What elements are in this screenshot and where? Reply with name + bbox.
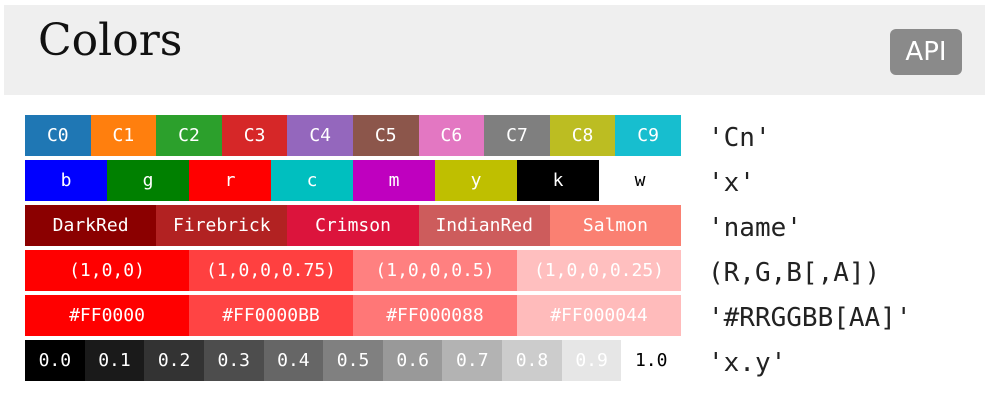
color-swatch: #FF000088 bbox=[353, 295, 517, 336]
color-swatch: r bbox=[189, 160, 271, 201]
header-bar: Colors API bbox=[4, 5, 985, 95]
color-swatch: 0.6 bbox=[382, 340, 443, 381]
color-swatch: C7 bbox=[484, 115, 550, 156]
color-swatch: DarkRed bbox=[25, 205, 157, 246]
color-swatch: C6 bbox=[418, 115, 485, 156]
color-swatch: 0.1 bbox=[84, 340, 145, 381]
color-swatch: g bbox=[107, 160, 189, 201]
color-swatch: 0.0 bbox=[25, 340, 85, 381]
color-swatch: C5 bbox=[352, 115, 419, 156]
color-swatch: #FF000044 bbox=[517, 295, 681, 336]
color-swatch: k bbox=[517, 160, 599, 201]
color-swatch: C2 bbox=[156, 115, 222, 156]
color-swatch: w bbox=[599, 160, 681, 201]
color-swatch: (1,0,0) bbox=[25, 250, 189, 291]
color-swatch: (1,0,0,0.5) bbox=[353, 250, 517, 291]
color-swatch: #FF0000BB bbox=[189, 295, 353, 336]
color-swatch: #FF0000 bbox=[25, 295, 189, 336]
format-label: 'Cn' bbox=[708, 122, 771, 153]
color-swatch: 0.9 bbox=[561, 340, 622, 381]
color-swatch: Crimson bbox=[287, 205, 419, 246]
color-swatch: IndianRed bbox=[418, 205, 550, 246]
color-swatch: (1,0,0,0.75) bbox=[189, 250, 353, 291]
color-swatch: C1 bbox=[90, 115, 157, 156]
color-swatch: y bbox=[435, 160, 517, 201]
color-swatch: C8 bbox=[549, 115, 616, 156]
color-swatch: m bbox=[353, 160, 435, 201]
color-swatch: C9 bbox=[615, 115, 681, 156]
format-label: '#RRGGBB[AA]' bbox=[708, 302, 912, 333]
color-swatch: (1,0,0,0.25) bbox=[517, 250, 681, 291]
color-swatch: 1.0 bbox=[621, 340, 682, 381]
page-title: Colors bbox=[38, 15, 183, 66]
color-swatch: c bbox=[271, 160, 353, 201]
color-swatch: 0.8 bbox=[502, 340, 562, 381]
color-swatch: b bbox=[25, 160, 107, 201]
swatch-row: #FF0000#FF0000BB#FF000088#FF000044 bbox=[25, 295, 681, 336]
color-swatch: 0.3 bbox=[203, 340, 264, 381]
color-swatch: C4 bbox=[287, 115, 353, 156]
swatch-row: (1,0,0)(1,0,0,0.75)(1,0,0,0.5)(1,0,0,0.2… bbox=[25, 250, 681, 291]
color-swatch: C0 bbox=[25, 115, 91, 156]
format-label: 'name' bbox=[708, 212, 802, 243]
color-swatch: 0.2 bbox=[144, 340, 204, 381]
color-swatch: Firebrick bbox=[156, 205, 288, 246]
color-swatch: 0.5 bbox=[323, 340, 383, 381]
format-labels: 'Cn' 'x' 'name' (R,G,B[,A]) '#RRGGBB[AA]' 'x.… bbox=[708, 115, 912, 385]
color-swatch: C3 bbox=[221, 115, 288, 156]
format-label: (R,G,B[,A]) bbox=[708, 257, 881, 288]
format-label: 'x.y' bbox=[708, 347, 787, 378]
color-swatch: Salmon bbox=[549, 205, 682, 246]
color-swatch: 0.7 bbox=[442, 340, 503, 381]
format-label: 'x' bbox=[708, 167, 755, 198]
color-swatch: 0.4 bbox=[263, 340, 324, 381]
api-button[interactable]: API bbox=[890, 29, 962, 75]
